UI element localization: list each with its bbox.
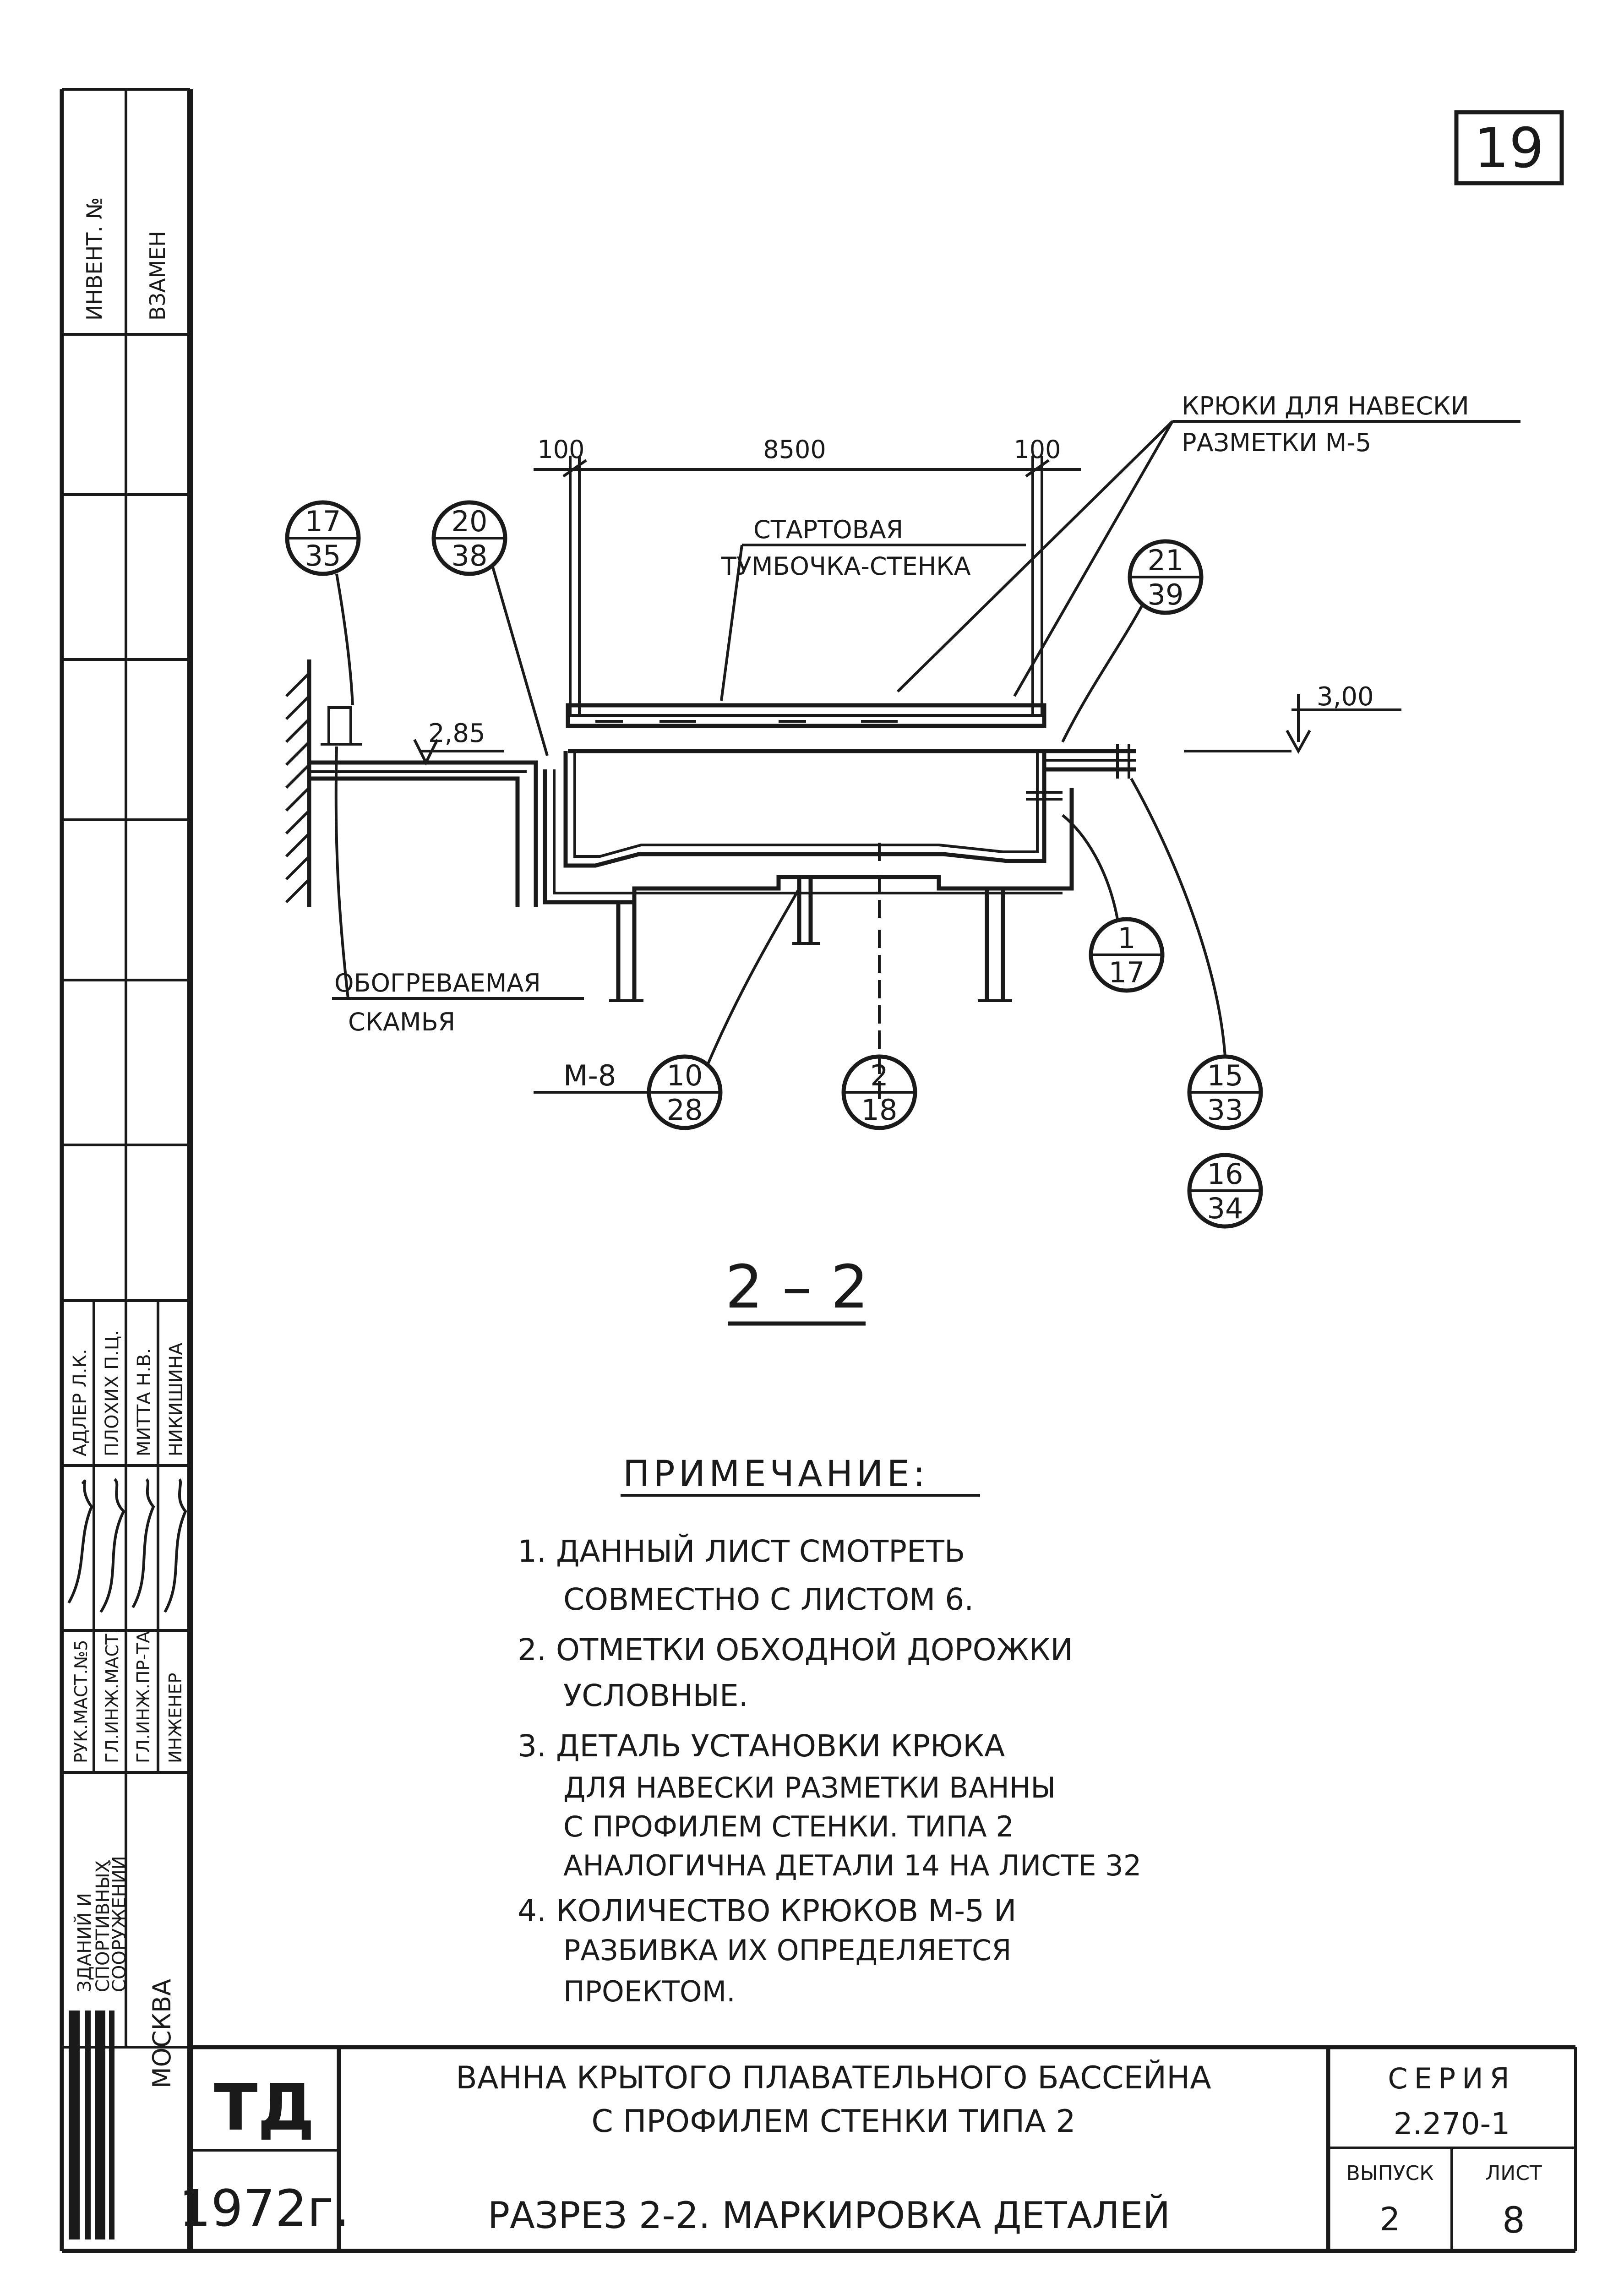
org-line-1: ЗДАНИЙ И [73,1893,95,1992]
note-line-9: 4. КОЛИЧЕСТВО КРЮКОВ М-5 И [518,1893,1016,1929]
issue-value: 2 [1380,2201,1401,2238]
svg-text:21: 21 [1148,544,1184,577]
org-mark: ТД [214,2071,315,2145]
role-3: ГЛ.ИНЖ.ПР-ТА [133,1631,153,1763]
svg-text:РАЗМЕТКИ М-5: РАЗМЕТКИ М-5 [1182,428,1371,457]
bench-label: ОБОГРЕВАЕМАЯ СКАМЬЯ [332,746,584,1036]
hooks-label: КРЮКИ ДЛЯ НАВЕСКИ РАЗМЕТКИ М-5 [896,392,1520,697]
name-2: ПЛОХИХ П.Ц. [102,1330,123,1456]
note-line-8: АНАЛОГИЧНА ДЕТАЛИ 14 НА ЛИСТЕ 32 [563,1849,1141,1882]
org-line-3: СООРУЖЕНИЙ [108,1856,130,1992]
invent-label: ИНВЕНТ. № [82,197,107,321]
dim-right: 100 [1014,435,1061,464]
svg-text:15: 15 [1207,1059,1243,1092]
callout-2-18: 2 18 [841,1054,917,1130]
title-line-2: С ПРОФИЛЕМ СТЕНКИ ТИПА 2 [591,2103,1075,2140]
name-3: МИТТА Н.В. [134,1348,155,1456]
svg-text:38: 38 [452,539,488,572]
year: 1972г. [179,2179,350,2238]
callout-21-39: 21 39 [1061,539,1204,743]
starting-block-label: СТАРТОВАЯ ТУМБОЧКА-СТЕНКА [720,515,1026,701]
notes: ПРИМЕЧАНИЕ: 1. ДАННЫЙ ЛИСТ СМОТРЕТЬ СОВМ… [518,1454,1141,2008]
section-drawing: 100 8500 100 КРЮКИ ДЛЯ НАВЕСКИ РАЗМЕТКИ … [285,392,1520,1326]
note-line-10: РАЗБИВКА ИХ ОПРЕДЕЛЯЕТСЯ [563,1934,1011,1967]
svg-text:16: 16 [1207,1157,1243,1191]
name-4: НИКИШИНА [166,1342,187,1456]
series-label: СЕРИЯ [1388,2062,1515,2095]
svg-text:20: 20 [452,505,488,538]
role-1: РУК.МАСТ.№5 [71,1640,91,1763]
svg-text:ОБОГРЕВАЕМАЯ: ОБОГРЕВАЕМАЯ [334,969,541,997]
svg-text:18: 18 [861,1093,898,1127]
right-deck: 3,00 [1026,682,1401,801]
note-line-7: С ПРОФИЛЕМ СТЕНКИ. ТИПА 2 [563,1810,1014,1843]
note-line-3: 2. ОТМЕТКИ ОБХОДНОЙ ДОРОЖКИ [518,1632,1073,1667]
signatures [67,1478,187,1613]
svg-text:33: 33 [1207,1093,1243,1127]
svg-text:34: 34 [1207,1192,1243,1225]
svg-text:17: 17 [305,505,341,538]
role-4: ИНЖЕНЕР [165,1673,185,1763]
sheet-number: 19 [1474,117,1544,180]
svg-text:17: 17 [1109,956,1145,989]
organisation-logo [69,2011,114,2239]
note-line-2: СОВМЕСТНО С ЛИСТОМ 6. [563,1582,974,1617]
callout-10-28: 10 28 М-8 [534,888,801,1130]
svg-text:39: 39 [1148,578,1184,611]
left-deck: 2,85 [309,706,538,907]
org-line-2: СПОРТИВНЫХ [93,1860,114,1992]
series-value: 2.270-1 [1394,2106,1510,2141]
callout-17-35: 17 35 [285,500,361,706]
callout-15-33: 15 33 [1130,778,1263,1130]
drawing-subtitle: РАЗРЕЗ 2-2. МАРКИРОВКА ДЕТАЛЕЙ [488,2194,1170,2237]
note-line-11: ПРОЕКТОМ. [563,1975,736,2008]
svg-text:2: 2 [870,1059,888,1092]
m8-label: М-8 [563,1059,616,1092]
svg-text:10: 10 [667,1059,703,1092]
svg-text:35: 35 [305,539,341,572]
left-strip: ИНВЕНТ. № ВЗАМЕН АДЛЕР Л.К. ПЛОХИХ П.Ц. … [62,89,190,2239]
dim-left: 100 [537,435,584,464]
left-wall [285,659,311,907]
svg-text:СТАРТОВАЯ: СТАРТОВАЯ [753,515,903,544]
dim-span: 8500 [763,435,826,464]
city: МОСКВА [147,1979,176,2088]
note-line-4: УСЛОВНЫЕ. [563,1678,748,1713]
title-line-1: ВАННА КРЫТОГО ПЛАВАТЕЛЬНОГО БАССЕЙНА [456,2060,1211,2096]
svg-text:1: 1 [1117,921,1135,955]
sheet-value: 8 [1502,2200,1525,2241]
section-label: 2 – 2 [725,1252,868,1322]
role-2: ГЛ.ИНЖ.МАСТ. [102,1629,122,1763]
title-block: ТД 1972г. ВАННА КРЫТОГО ПЛАВАТЕЛЬНОГО БА… [179,2045,1575,2251]
callout-20-38: 20 38 [431,500,549,756]
sheet-label: ЛИСТ [1485,2162,1542,2185]
issue-label: ВЫПУСК [1346,2162,1434,2185]
callout-16-34: 16 34 [1187,1153,1263,1229]
svg-text:КРЮКИ ДЛЯ НАВЕСКИ: КРЮКИ ДЛЯ НАВЕСКИ [1182,392,1469,420]
name-1: АДЛЕР Л.К. [70,1349,91,1456]
level-right: 3,00 [1317,682,1374,712]
svg-text:28: 28 [667,1093,703,1127]
sheet-number-box: 19 [1454,110,1564,185]
callout-1-17: 1 17 [1062,814,1165,993]
note-line-1: 1. ДАННЫЙ ЛИСТ СМОТРЕТЬ [518,1533,965,1569]
pool-basin [543,703,1074,1099]
notes-heading: ПРИМЕЧАНИЕ: [623,1454,929,1495]
note-line-6: ДЛЯ НАВЕСКИ РАЗМЕТКИ ВАННЫ [563,1771,1056,1804]
note-line-5: 3. ДЕТАЛЬ УСТАНОВКИ КРЮКА [518,1728,1005,1764]
svg-text:ТУМБОЧКА-СТЕНКА: ТУМБОЧКА-СТЕНКА [721,552,971,581]
svg-text:СКАМЬЯ: СКАМЬЯ [348,1008,455,1036]
level-left: 2,85 [428,719,485,748]
top-dimension: 100 8500 100 [534,435,1081,714]
replaces-label: ВЗАМЕН [145,231,170,321]
